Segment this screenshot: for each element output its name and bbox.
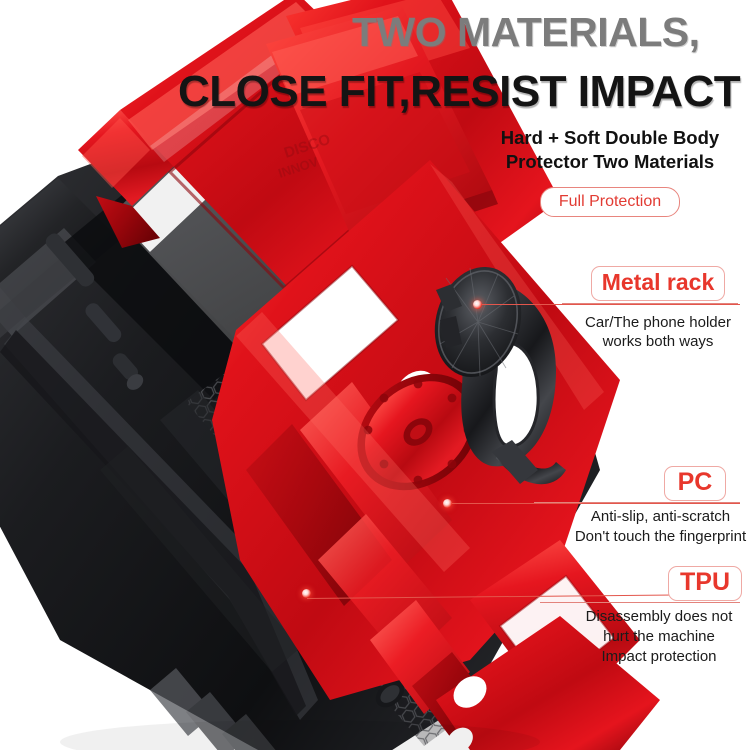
divider-tpu [540, 602, 740, 604]
hotspot-dot-metal-rack [473, 300, 482, 309]
callout-desc-pc: Anti-slip, anti-scratch Don't touch the … [571, 507, 750, 546]
callout-desc-pc-line1: Anti-slip, anti-scratch [590, 508, 731, 525]
bottom-ports [375, 649, 585, 750]
grip-stripes [150, 668, 276, 750]
callout-metal-rack: Metal rack Car/The phone holder works bo… [578, 266, 738, 351]
callout-badge-pc: PC [663, 466, 727, 501]
svg-text:INNOV: INNOV [276, 154, 320, 181]
callout-desc-metal-rack: Car/The phone holder works both ways [578, 313, 738, 351]
magnetic-plate [357, 373, 479, 491]
hotspot-dot-pc [443, 499, 452, 508]
subtitle-block: Hard + Soft Double Body Protector Two Ma… [470, 126, 750, 217]
subtitle-line-1: Hard + Soft Double Body [500, 127, 720, 148]
callout-desc-tpu-line3: Impact protection [601, 647, 717, 665]
divider-metal-rack [562, 303, 738, 305]
headline-line-1: TWO MATERIALS, [352, 9, 700, 55]
callout-desc-pc-line2: Don't touch the fingerprint [574, 527, 747, 545]
side-buttons [45, 233, 144, 390]
callout-desc-metal-rack-line1: Car/The phone holder [585, 314, 731, 331]
metal-ring-kickstand [434, 266, 566, 485]
callout-desc-tpu-line1: Disassembly does not [585, 608, 733, 625]
hotspot-dot-tpu [302, 589, 311, 598]
svg-text:DISCO: DISCO [282, 131, 333, 162]
subtitle-line-2: Protector Two Materials [505, 151, 715, 173]
callout-desc-metal-rack-line2: works both ways [602, 333, 714, 351]
full-protection-badge: Full Protection [539, 186, 681, 217]
callout-pc: PC [648, 466, 742, 501]
callout-desc-tpu: Disassembly does not hurt the machine Im… [568, 607, 750, 666]
callout-badge-metal-rack: Metal rack [590, 266, 726, 301]
headline-line-2: CLOSE FIT,RESIST IMPACT [178, 67, 741, 116]
callout-badge-tpu: TPU [668, 566, 742, 601]
callout-desc-tpu-line2: hurt the machine [603, 627, 715, 645]
callout-tpu: TPU [662, 566, 748, 601]
divider-pc [534, 502, 740, 504]
honeycomb-texture [186, 374, 462, 746]
